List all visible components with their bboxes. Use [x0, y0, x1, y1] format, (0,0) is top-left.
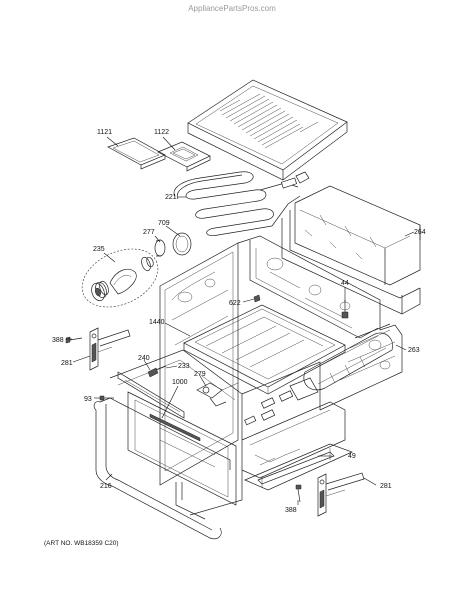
hinge-part-281-left [89, 327, 131, 371]
callout-1121: 1121 [97, 129, 112, 136]
callout-281-right: 281 [380, 483, 392, 490]
callout-263: 263 [408, 347, 420, 354]
art-number: (ART NO. WB18359 C20) [44, 540, 119, 547]
callout-1440: 1440 [149, 319, 165, 326]
callout-1000: 1000 [172, 379, 188, 386]
bracket-part-1121 [107, 137, 166, 170]
callout-235: 235 [93, 246, 105, 253]
callout-233: 233 [178, 363, 190, 370]
hinge-part-281-right [317, 472, 365, 517]
callout-49: 49 [348, 453, 356, 460]
gasket-part-709 [172, 232, 192, 256]
door-part-1000 [127, 391, 237, 506]
callout-216: 216 [100, 483, 112, 490]
callout-44: 44 [341, 280, 349, 287]
clip-part-622 [253, 294, 261, 303]
callout-1122: 1122 [154, 129, 169, 136]
callout-221: 221 [165, 194, 177, 201]
callout-709: 709 [158, 220, 170, 227]
part-233 [147, 365, 167, 378]
oven-cavity-body [109, 235, 403, 516]
screw-part-388-left [65, 336, 83, 344]
watermark-text: AppliancePartsPros.com [188, 4, 276, 13]
oven-top-panel [187, 79, 348, 181]
broil-element-part-221 [173, 171, 310, 236]
callout-264: 264 [414, 229, 426, 236]
insulation-part-264 [281, 185, 421, 315]
callout-277: 277 [143, 229, 155, 236]
callout-622: 622 [229, 300, 241, 307]
callout-281-left: 281 [61, 360, 73, 367]
burner-part-263 [289, 332, 393, 401]
door-trim-part-216 [93, 397, 231, 540]
callout-279: 279 [194, 371, 206, 378]
screw-part-388-right [295, 484, 302, 503]
clip-part-44 [341, 300, 349, 319]
rail-part-49 [257, 448, 335, 488]
strip-part-240 [117, 371, 185, 419]
callout-388-left: 388 [52, 337, 64, 344]
callout-240: 240 [138, 355, 150, 362]
light-assembly-part-235 [81, 248, 159, 308]
callout-93: 93 [84, 396, 92, 403]
screw-part-93 [99, 395, 114, 401]
oven-bottom-panel-part-1440 [183, 304, 346, 395]
callout-labels: 1121 1122 221 709 277 235 264 44 622 144… [52, 129, 426, 514]
leader-lines [66, 136, 415, 505]
lens-part-277 [154, 239, 166, 257]
callout-388-right: 388 [285, 507, 297, 514]
vent-cover-part-1122 [157, 141, 211, 172]
